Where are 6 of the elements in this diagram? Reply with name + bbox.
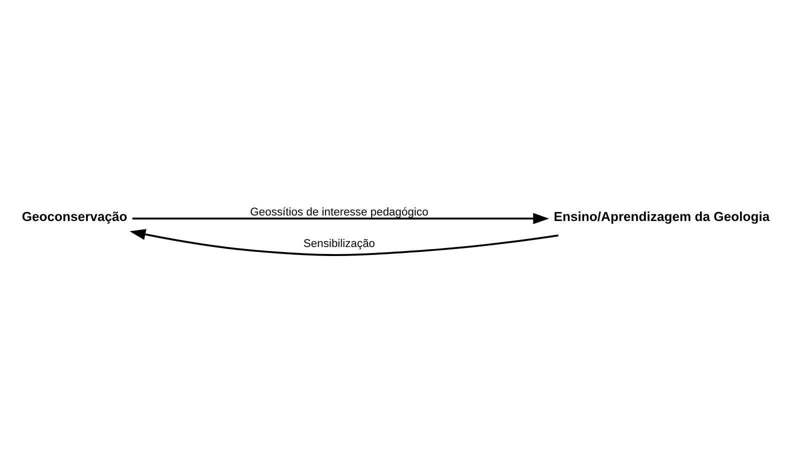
arrow: [130, 228, 558, 256]
node-text: Geoconservação: [22, 209, 128, 224]
edge-label: Sensibilização: [303, 238, 376, 250]
arrow: [132, 213, 550, 224]
node-text: Ensino/Aprendizagem da Geologia: [554, 209, 770, 224]
edge-label: Geossítios de interesse pedagógico: [250, 206, 428, 218]
